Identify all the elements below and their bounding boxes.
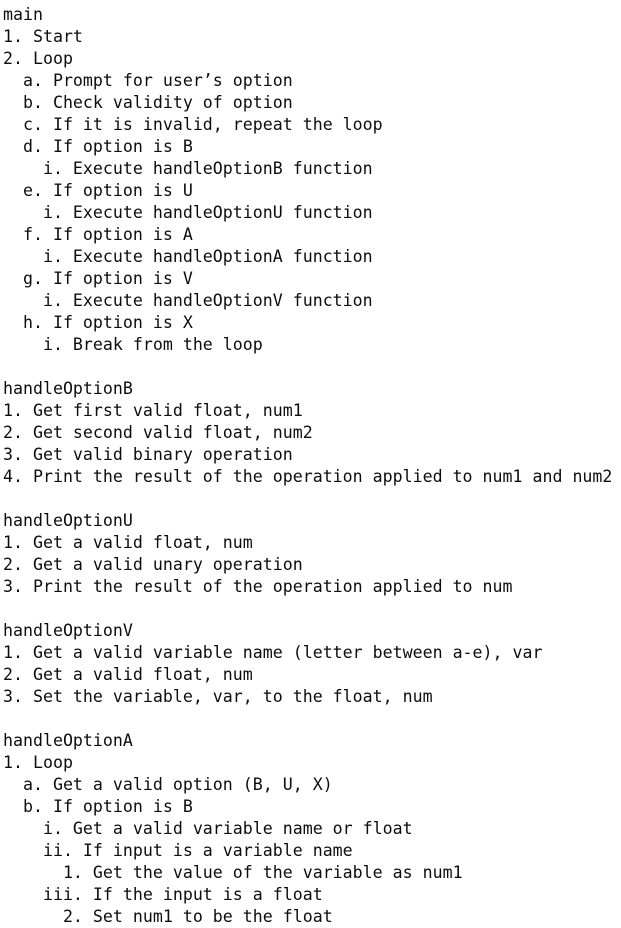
pseudocode-line: i. Get a valid variable name or float <box>3 819 413 838</box>
section-title: handleOptionA <box>3 731 133 750</box>
pseudocode-line: i. Break from the loop <box>3 335 263 354</box>
section-handleOptionU: handleOptionU 1. Get a valid float, num 2.… <box>3 510 621 598</box>
pseudocode-line: iii. If the input is a float <box>3 885 323 904</box>
pseudocode-line: i. Execute handleOptionU function <box>3 203 373 222</box>
pseudocode-line: 2. Set num1 to be the float <box>3 907 333 926</box>
pseudocode-line: i. Execute handleOptionV function <box>3 291 373 310</box>
pseudocode-line: 1. Get a valid variable name (letter bet… <box>3 643 543 662</box>
pseudocode-line: b. If option is B <box>3 797 193 816</box>
pseudocode-line: h. If option is X <box>3 313 193 332</box>
pseudocode-line: 3. Get valid binary operation <box>3 445 293 464</box>
pseudocode-line: i. Execute handleOptionA function <box>3 247 373 266</box>
section-main: main 1. Start 2. Loop a. Prompt for user’s… <box>3 4 621 356</box>
pseudocode-line: e. If option is U <box>3 181 193 200</box>
pseudocode-line: 2. Get a valid float, num <box>3 665 253 684</box>
section-title: handleOptionV <box>3 621 133 640</box>
section-title: handleOptionB <box>3 379 133 398</box>
pseudocode-line: d. If option is B <box>3 137 193 156</box>
pseudocode-line: f. If option is A <box>3 225 193 244</box>
section-handleOptionV: handleOptionV 1. Get a valid variable nam… <box>3 620 621 708</box>
pseudocode-line: 1. Get first valid float, num1 <box>3 401 303 420</box>
pseudocode-line: 3. Print the result of the operation app… <box>3 577 513 596</box>
pseudocode-line: 1. Get a valid float, num <box>3 533 253 552</box>
pseudocode-line: a. Prompt for user’s option <box>3 71 293 90</box>
pseudocode-line: 1. Loop <box>3 753 73 772</box>
pseudocode-line: b. Check validity of option <box>3 93 293 112</box>
pseudocode-line: a. Get a valid option (B, U, X) <box>3 775 333 794</box>
section-title: handleOptionU <box>3 511 133 530</box>
pseudocode-line: g. If option is V <box>3 269 193 288</box>
pseudocode-line: 4. Print the result of the operation app… <box>3 467 613 486</box>
section-title: main <box>3 5 43 24</box>
pseudocode-line: 3. Set the variable, var, to the float, … <box>3 687 433 706</box>
pseudocode-line: 2. Get a valid unary operation <box>3 555 303 574</box>
pseudocode-line: 1. Start <box>3 27 83 46</box>
pseudocode-line: 1. Get the value of the variable as num1 <box>3 863 463 882</box>
pseudocode-line: 2. Get second valid float, num2 <box>3 423 313 442</box>
pseudocode-line: 2. Loop <box>3 49 73 68</box>
pseudocode-line: c. If it is invalid, repeat the loop <box>3 115 383 134</box>
section-handleOptionB: handleOptionB 1. Get first valid float, n… <box>3 378 621 488</box>
pseudocode-line: ii. If input is a variable name <box>3 841 353 860</box>
pseudocode-line: i. Execute handleOptionB function <box>3 159 373 178</box>
section-handleOptionA: handleOptionA 1. Loop a. Get a valid opti… <box>3 730 621 928</box>
